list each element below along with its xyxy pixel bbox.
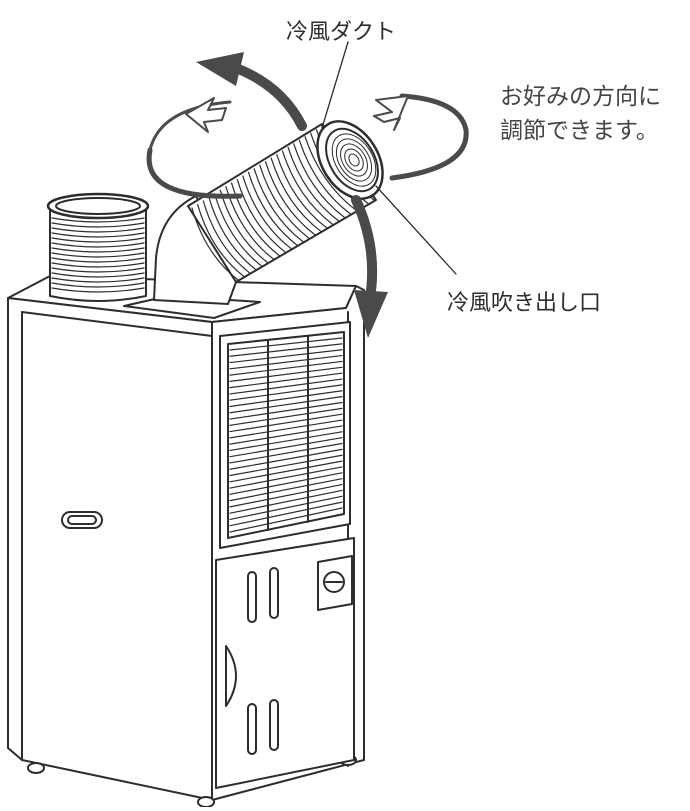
- horizontal-arc-left: [146, 147, 243, 199]
- caster-left: [27, 762, 45, 774]
- note-line-1: お好みの方向に: [500, 84, 661, 110]
- rotate-arrow-head-right: [373, 95, 409, 131]
- lower-panel: [215, 537, 355, 789]
- outlet-label: 冷風吹き出し口: [447, 291, 602, 316]
- leader-duct: [321, 41, 349, 129]
- cold-air-duct: [153, 120, 384, 305]
- leader-lines: [321, 41, 457, 275]
- horizontal-arc-right: [389, 93, 469, 181]
- leader-outlet: [375, 185, 457, 275]
- rotate-arrow-head-left: [185, 97, 227, 133]
- duct-label: 冷風ダクト: [286, 20, 397, 45]
- rear-intake-duct: [46, 192, 150, 302]
- caster-front: [197, 796, 215, 808]
- tilt-down-arrow: [351, 195, 378, 303]
- tilt-up-arrow: [231, 63, 307, 131]
- front-grille: [219, 321, 351, 549]
- adjustable-direction-note: お好みの方向に 調節できます。: [500, 80, 661, 148]
- note-line-2: 調節できます。: [500, 118, 659, 144]
- rotation-arrows: [146, 52, 469, 338]
